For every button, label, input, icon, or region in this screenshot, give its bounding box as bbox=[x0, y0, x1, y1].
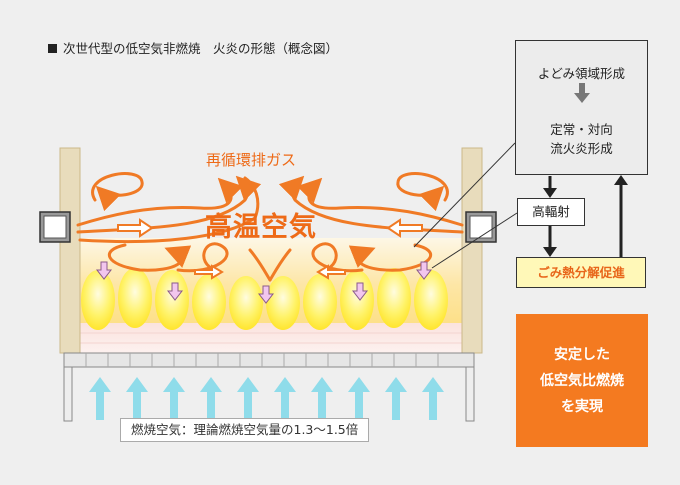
page-title: 次世代型の低空気非燃焼 火炎の形態（概念図） bbox=[48, 38, 338, 57]
stagnation-line1: 定常・対向 bbox=[550, 122, 613, 137]
stagnation-box: よどみ領域形成 定常・対向 流火炎形成 bbox=[515, 40, 648, 175]
title-text: 次世代型の低空気非燃焼 火炎の形態（概念図） bbox=[63, 41, 339, 56]
right-wall bbox=[461, 147, 483, 354]
title-bullet bbox=[48, 44, 57, 53]
flow-arrows bbox=[543, 175, 628, 257]
radiation-arrows bbox=[95, 261, 433, 304]
stagnation-title: よどみ領域形成 bbox=[537, 66, 626, 81]
stagnation-line2: 流火炎形成 bbox=[550, 141, 613, 156]
flame-blobs bbox=[81, 268, 448, 330]
decomposition-box: ごみ熱分解促進 bbox=[516, 257, 646, 288]
result-line2: 低空気比燃焼 bbox=[540, 373, 624, 389]
callout-lines bbox=[413, 142, 518, 269]
grate-bars bbox=[63, 366, 475, 422]
result-line3: を実現 bbox=[561, 399, 603, 415]
result-box: 安定した 低空気比燃焼 を実現 bbox=[516, 314, 648, 447]
exhaust-gas-label: 再循環排ガス bbox=[206, 151, 297, 169]
left-wall bbox=[59, 147, 81, 354]
radiation-box: 高輻射 bbox=[517, 198, 585, 226]
hot-air-arrows bbox=[117, 218, 423, 280]
air-arrows bbox=[89, 377, 444, 420]
combustion-air-label: 燃焼空気：理論燃焼空気量の1.3〜1.5倍 bbox=[120, 418, 370, 442]
down-arrow-icon bbox=[574, 83, 590, 103]
hot-air-label: 高温空気 bbox=[205, 212, 317, 243]
result-line1: 安定した bbox=[554, 347, 610, 363]
